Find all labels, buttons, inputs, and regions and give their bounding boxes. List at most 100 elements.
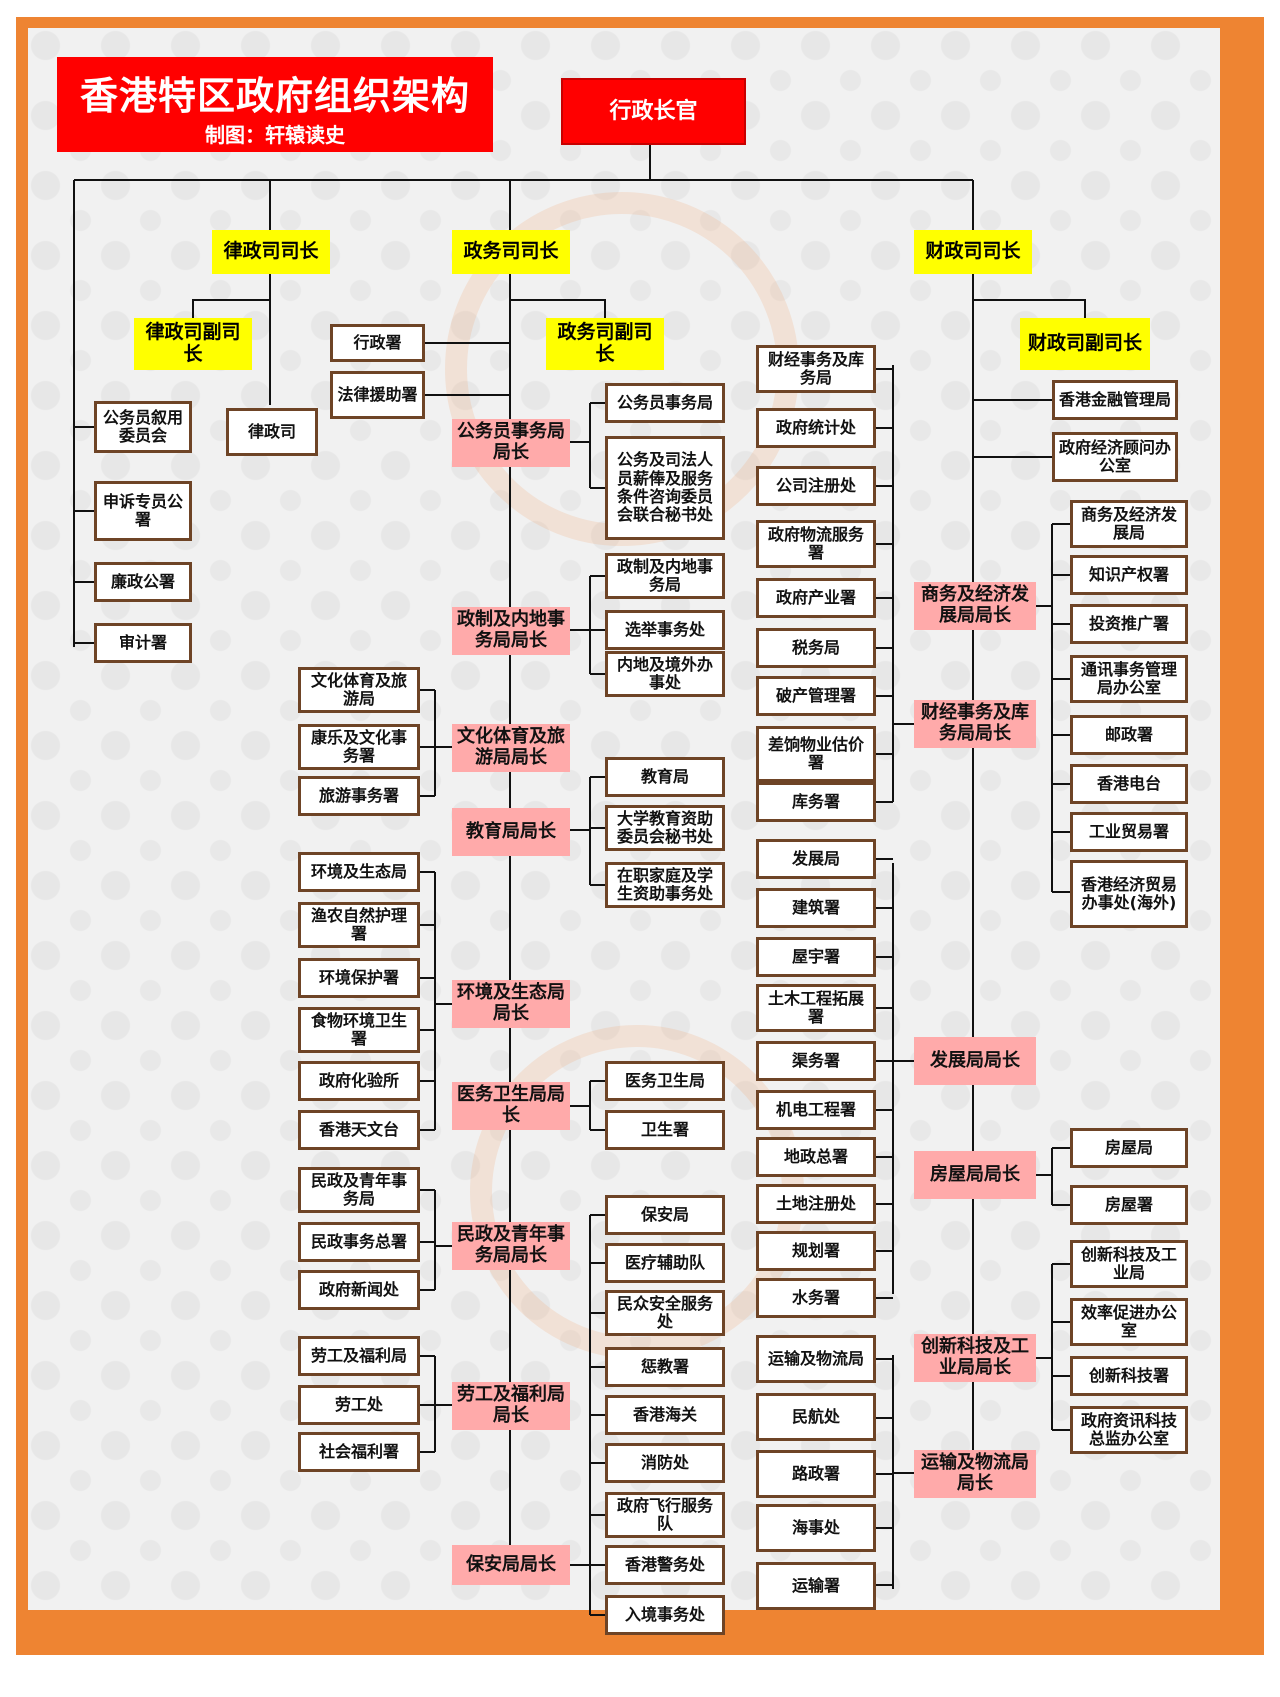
companies-registry: 公司注册处 xyxy=(756,466,876,506)
cstb-department: 文化体育及旅游局 xyxy=(298,667,420,713)
security-bureau: 保安局局长 xyxy=(452,1545,570,1585)
cmab-department: 政制及内地事务局 xyxy=(605,553,725,599)
intellectual-property: 知识产权署 xyxy=(1070,555,1188,595)
customs-excise: 香港海关 xyxy=(605,1395,725,1435)
education-bureau: 教育局局长 xyxy=(452,808,570,856)
ugc-secretariat: 大学教育资助委员会秘书处 xyxy=(605,805,725,851)
itib-department: 创新科技及工业局 xyxy=(1070,1240,1188,1288)
tourism-commission: 旅游事务署 xyxy=(298,776,420,816)
hyab-department: 民政及青年事务局 xyxy=(298,1167,420,1213)
highways-department: 路政署 xyxy=(756,1450,876,1498)
audit-commission: 审计署 xyxy=(94,623,192,663)
ogcio: 政府资讯科技总监办公室 xyxy=(1070,1406,1188,1454)
hketo-overseas: 香港经济贸易办事处(海外) xyxy=(1070,860,1188,928)
public-service-commission: 公务员叙用委员会 xyxy=(94,401,192,453)
registration-electoral-office: 选举事务处 xyxy=(605,610,725,650)
innovation-technology-commission: 创新科技署 xyxy=(1070,1356,1188,1396)
title-banner: 香港特区政府组织架构 制图：轩辕读史 xyxy=(57,57,493,152)
ombudsman: 申诉专员公署 xyxy=(94,481,192,541)
post-office: 邮政署 xyxy=(1070,715,1188,755)
labour-welfare-bureau: 劳工及福利局局长 xyxy=(452,1382,570,1430)
correctional-services: 惩教署 xyxy=(605,1347,725,1387)
government-property-agency: 政府产业署 xyxy=(756,578,876,618)
invest-hong-kong: 投资推广署 xyxy=(1070,604,1188,644)
home-youth-affairs-bureau: 民政及青年事务局局长 xyxy=(452,1222,570,1270)
commerce-economic-development-bureau: 商务及经济发展局局长 xyxy=(914,582,1036,630)
financial-secretary: 财政司司长 xyxy=(914,230,1032,274)
eeb-department: 环境及生态局 xyxy=(298,852,420,892)
police-force: 香港警务处 xyxy=(605,1545,725,1585)
deputy-chief-secretary: 政务司副司长 xyxy=(546,318,664,370)
social-welfare-department: 社会福利署 xyxy=(298,1432,420,1472)
constitutional-mainland-affairs-bureau: 政制及内地事务局局长 xyxy=(452,607,570,655)
tlb-department: 运输及物流局 xyxy=(756,1335,876,1383)
government-logistics: 政府物流服务署 xyxy=(756,520,876,568)
treasury: 库务署 xyxy=(756,782,876,822)
marine-department: 海事处 xyxy=(756,1504,876,1552)
census-statistics: 政府统计处 xyxy=(756,408,876,448)
chart-author: 制图：轩辕读史 xyxy=(205,123,345,147)
culture-sports-tourism-bureau: 文化体育及旅游局局长 xyxy=(452,724,570,772)
lands-department: 地政总署 xyxy=(756,1137,876,1177)
trade-industry: 工业贸易署 xyxy=(1070,812,1188,852)
immigration-department: 入境事务处 xyxy=(605,1595,725,1635)
water-supplies: 水务署 xyxy=(756,1278,876,1318)
administration-wing: 行政署 xyxy=(330,324,425,362)
deputy-financial-secretary: 财政司副司长 xyxy=(1020,318,1150,370)
drainage-services: 渠务署 xyxy=(756,1041,876,1081)
lwb-department: 劳工及福利局 xyxy=(298,1336,420,1376)
transport-logistics-bureau: 运输及物流局局长 xyxy=(914,1450,1036,1498)
devb-department: 发展局 xyxy=(756,839,876,879)
information-services: 政府新闻处 xyxy=(298,1270,420,1310)
architectural-services: 建筑署 xyxy=(756,888,876,928)
chart-title: 香港特区政府组织架构 xyxy=(79,74,470,118)
hhb-department: 医务卫生局 xyxy=(605,1061,725,1101)
financial-services-treasury-bureau: 财经事务及库务局局长 xyxy=(914,700,1036,748)
auxiliary-medical-service: 医疗辅助队 xyxy=(605,1243,725,1283)
inland-revenue: 税务局 xyxy=(756,628,876,668)
efficiency-office: 效率促进办公室 xyxy=(1070,1298,1188,1346)
legal-aid-department: 法律援助署 xyxy=(330,371,425,419)
civil-service-bureau: 公务员事务局局长 xyxy=(452,419,570,467)
government-laboratory: 政府化验所 xyxy=(298,1061,420,1101)
official-receiver: 破产管理署 xyxy=(756,676,876,716)
home-affairs-department: 民政事务总署 xyxy=(298,1222,420,1262)
housing-bureau-department: 房屋局 xyxy=(1070,1128,1188,1168)
housing-department: 房屋署 xyxy=(1070,1185,1188,1225)
planning-department: 规划署 xyxy=(756,1231,876,1271)
bottom-fade xyxy=(980,1667,1260,1681)
hkma: 香港金融管理局 xyxy=(1052,380,1178,420)
innovation-technology-industry-bureau: 创新科技及工业局局长 xyxy=(914,1334,1036,1382)
csb-department: 公务员事务局 xyxy=(605,383,725,423)
government-flying-service: 政府飞行服务队 xyxy=(605,1492,725,1538)
health-bureau: 医务卫生局局长 xyxy=(452,1082,570,1130)
mainland-offices: 内地及境外办事处 xyxy=(605,651,725,697)
fstb-department: 财经事务及库务局 xyxy=(756,345,876,393)
development-bureau: 发展局局长 xyxy=(914,1037,1036,1085)
civil-aviation: 民航处 xyxy=(756,1393,876,1441)
rthk: 香港电台 xyxy=(1070,764,1188,804)
land-registry: 土地注册处 xyxy=(756,1184,876,1224)
transport-department: 运输署 xyxy=(756,1562,876,1610)
fire-services: 消防处 xyxy=(605,1443,725,1483)
rating-valuation: 差饷物业估价署 xyxy=(756,726,876,782)
chief-secretary: 政务司司长 xyxy=(452,230,570,274)
joint-secretariat-advisory-bodies: 公务及司法人员薪俸及服务条件咨询委员会联合秘书处 xyxy=(605,436,725,540)
fehd: 食物环境卫生署 xyxy=(298,1007,420,1053)
labour-department: 劳工处 xyxy=(298,1385,420,1425)
electrical-mechanical-services: 机电工程署 xyxy=(756,1090,876,1130)
icac: 廉政公署 xyxy=(94,562,192,602)
hong-kong-observatory: 香港天文台 xyxy=(298,1110,420,1150)
buildings-department: 屋宇署 xyxy=(756,937,876,977)
working-family-student-assistance: 在职家庭及学生资助事务处 xyxy=(605,862,725,908)
economic-adviser-office: 政府经济顾问办公室 xyxy=(1052,432,1178,482)
chief-executive: 行政长官 xyxy=(561,78,746,145)
housing-bureau: 房屋局局长 xyxy=(914,1151,1036,1199)
cedb-department: 商务及经济发展局 xyxy=(1070,500,1188,548)
civil-engineering-development: 土木工程拓展署 xyxy=(756,984,876,1032)
department-of-justice: 律政司 xyxy=(226,408,318,456)
civil-aid-service: 民众安全服务处 xyxy=(605,1290,725,1336)
leisure-cultural-services: 康乐及文化事务署 xyxy=(298,724,420,770)
ofca: 通讯事务管理局办公室 xyxy=(1070,655,1188,703)
secretary-justice: 律政司司长 xyxy=(212,230,330,274)
